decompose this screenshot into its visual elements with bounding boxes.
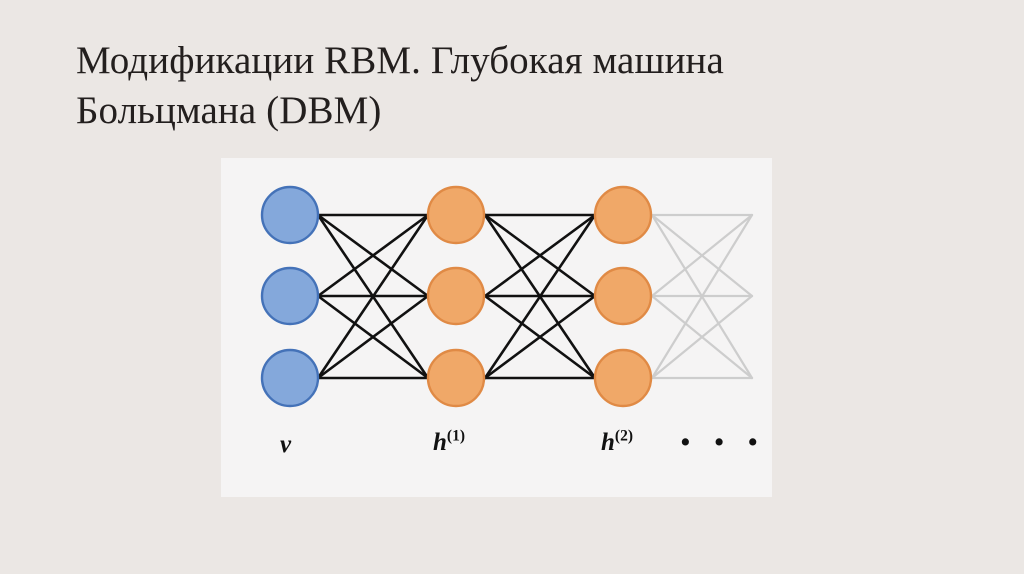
node-h1-3 xyxy=(426,348,486,408)
node-v-2 xyxy=(260,266,320,326)
edges-h1-to-h2 xyxy=(483,213,597,380)
layer-label-v-base: v xyxy=(280,431,292,458)
node-h1-1 xyxy=(426,185,486,245)
layer-label-h1-sup: (1) xyxy=(446,427,465,445)
layer-label-h1: h(1) xyxy=(433,427,465,456)
hidden-layer-2-nodes xyxy=(593,185,653,408)
visible-layer-nodes xyxy=(260,185,320,408)
node-h2-1 xyxy=(593,185,653,245)
edges-h2-to-implied-layer xyxy=(650,213,754,380)
layer-label-h2-base: h xyxy=(601,429,615,456)
page-title: Модификации RBM. Глубокая машина Больцма… xyxy=(76,39,724,132)
layer-label-h2-sup: (2) xyxy=(614,427,633,445)
edges-visible-to-h1 xyxy=(316,213,430,380)
node-v-3 xyxy=(260,348,320,408)
node-h2-3 xyxy=(593,348,653,408)
hidden-layer-1-nodes xyxy=(426,185,486,408)
node-h1-2 xyxy=(426,266,486,326)
layer-label-v: v xyxy=(280,432,291,457)
dbm-network-graphic xyxy=(260,185,754,408)
layer-label-h2: h(2) xyxy=(601,427,633,456)
node-h2-2 xyxy=(593,266,653,326)
node-v-1 xyxy=(260,185,320,245)
network-diagram-panel: v h(1) h(2) • • • xyxy=(221,158,772,497)
layer-label-h1-base: h xyxy=(433,429,447,456)
ellipsis-label: • • • xyxy=(681,428,767,456)
